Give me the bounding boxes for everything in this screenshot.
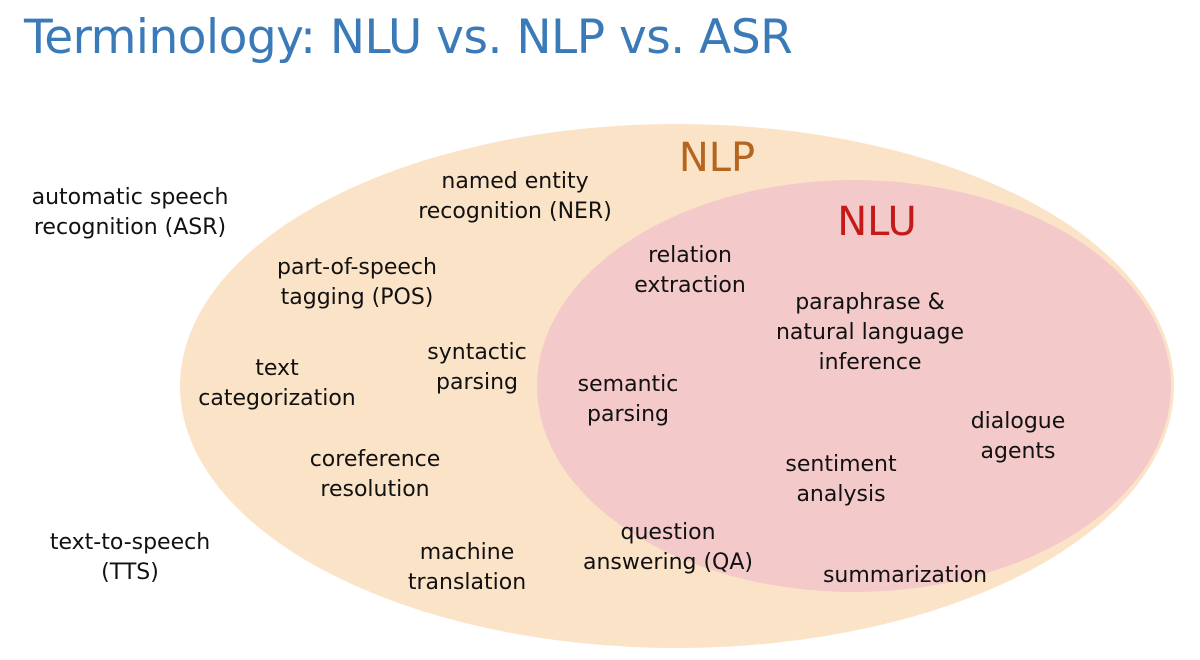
- term-paraphrase: paraphrase & natural language inference: [775, 290, 965, 375]
- term-semantic-parsing: semantic parsing: [577, 372, 679, 427]
- term-question-answering: question answering (QA): [582, 520, 754, 575]
- term-tts: text-to-speech (TTS): [49, 530, 211, 585]
- term-sentiment-analysis: sentiment analysis: [785, 452, 897, 507]
- term-text-categorization: text categorization: [198, 356, 356, 411]
- term-syntactic-parsing: syntactic parsing: [427, 340, 527, 395]
- term-relation-extraction: relation extraction: [634, 243, 746, 298]
- term-ner: named entity recognition (NER): [418, 169, 612, 224]
- term-asr: automatic speech recognition (ASR): [31, 185, 229, 240]
- nlu-ellipse: [537, 180, 1171, 592]
- term-coreference: coreference resolution: [309, 447, 441, 502]
- nlp-label: NLP: [678, 135, 756, 181]
- term-dialogue-agents: dialogue agents: [970, 409, 1066, 464]
- page-title: Terminology: NLU vs. NLP vs. ASR: [24, 10, 793, 65]
- term-pos: part-of-speech tagging (POS): [277, 255, 437, 310]
- term-machine-translation: machine translation: [407, 540, 527, 595]
- term-summarization: summarization: [822, 563, 988, 588]
- nlu-label: NLU: [837, 199, 917, 245]
